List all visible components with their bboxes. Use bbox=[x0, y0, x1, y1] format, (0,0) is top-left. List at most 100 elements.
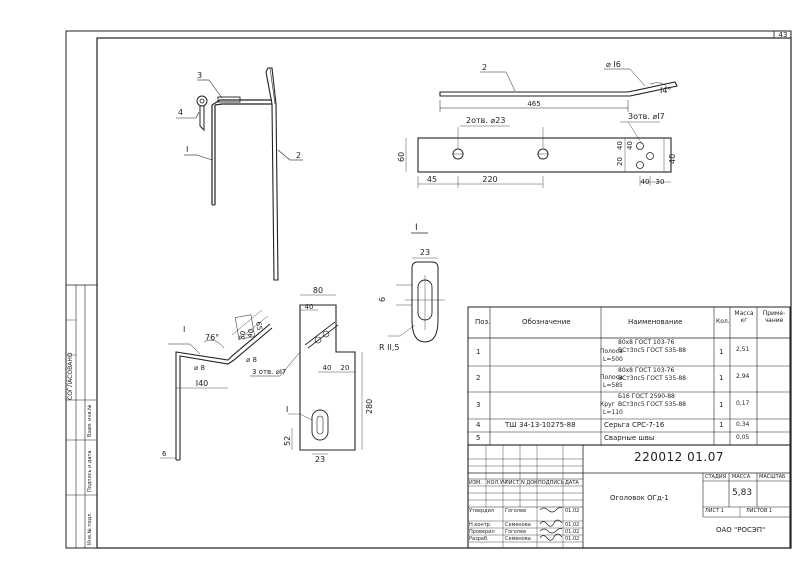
dim-220: 220 bbox=[482, 175, 497, 184]
col-header: Обозначение bbox=[522, 318, 571, 326]
rev-header: ЛИСТ bbox=[505, 480, 520, 486]
dim-40: 40 bbox=[616, 141, 624, 150]
dim-8: ⌀ 8 bbox=[194, 364, 205, 372]
length-dim: 465 bbox=[527, 100, 540, 108]
sheet-number-box bbox=[773, 30, 792, 39]
signer-name: Семенова bbox=[505, 536, 531, 542]
cell-name-top: 80x8 ГОСТ 103-76 bbox=[618, 339, 675, 346]
cell-name-extra: L=585 bbox=[603, 382, 623, 389]
dim-30: 30 bbox=[656, 178, 665, 186]
product-name: Оголовок ОГд-1 bbox=[610, 494, 669, 502]
title-block bbox=[467, 444, 791, 549]
dim-6: 6 bbox=[162, 450, 167, 458]
scale-label: МАСШТАБ bbox=[759, 474, 786, 480]
cell-name-prefix: Круг bbox=[600, 401, 615, 408]
rev-header: КОЛ.УЧ bbox=[487, 480, 507, 486]
col-header: Кол. bbox=[716, 318, 730, 325]
signer-date: 01.02 bbox=[565, 508, 580, 514]
cell-name-extra: L=110 bbox=[603, 409, 623, 416]
signer-role: Проверил bbox=[469, 529, 495, 535]
cell-qty: 1 bbox=[719, 374, 724, 382]
dim-45: 45 bbox=[427, 175, 437, 184]
cell-pos: 5 bbox=[476, 434, 481, 442]
dim-40: 40 bbox=[641, 178, 650, 186]
cell-name-bottom: ВСт3пс5 ГОСТ 535-88 bbox=[618, 401, 686, 408]
signer-role: Н.контр. bbox=[469, 522, 492, 528]
callout-1: I bbox=[286, 405, 288, 414]
dim-40: 40 bbox=[626, 141, 634, 150]
outer-frame bbox=[65, 30, 792, 549]
cell-mass: 0,05 bbox=[736, 434, 750, 441]
dim-40: 40 bbox=[323, 364, 332, 372]
detail-i-view: I 23 6 R II,5 bbox=[378, 223, 445, 352]
col-header: Масса кг bbox=[734, 310, 754, 324]
cell-name-top: Серьга СРС-7-16 bbox=[604, 421, 665, 429]
mass-value: 5,83 bbox=[732, 488, 753, 498]
plate-front-view: 80 40 40 20 280 52 23 I bbox=[283, 286, 374, 464]
dim-23: 23 bbox=[315, 455, 325, 464]
cell-mass: 0,34 bbox=[736, 421, 750, 428]
col-header: Наименование bbox=[628, 318, 683, 326]
callout-1: I bbox=[186, 145, 188, 154]
cell-name-bottom: ВСт3пс5 ГОСТ 535-88 bbox=[618, 375, 686, 382]
cell-name-top: Б16 ГОСТ 2590-88 bbox=[618, 393, 675, 400]
cell-name-bottom: ВСт3пс5 ГОСТ 535-88 bbox=[618, 347, 686, 354]
dim-20: 20 bbox=[341, 364, 350, 372]
stamp-cell: Подпись и дата bbox=[87, 451, 93, 492]
col-header: Поз. bbox=[475, 318, 491, 326]
callout-2: 2 bbox=[296, 151, 301, 160]
cell-name-top: 80x8 ГОСТ 103-76 bbox=[618, 367, 675, 374]
bend-angle: I4° bbox=[660, 86, 671, 95]
organization: ОАО "РОСЭП" bbox=[716, 526, 766, 534]
strip-plan-view: 2отв. ⌀23 3отв. ⌀I7 60 45 220 40 20 40 4… bbox=[397, 112, 677, 188]
dim-30: 30 bbox=[238, 330, 247, 340]
dim-80: 80 bbox=[313, 286, 323, 295]
stamp-cell: Взам. инв.№ bbox=[87, 404, 93, 437]
cell-qty: 1 bbox=[719, 421, 724, 429]
stamp-title: СОГЛАСОВАНО bbox=[67, 352, 74, 400]
rod-bent-view: I 76° ⌀ 8 ⌀ 8 30 40 65 I40 6 3 отв. ⌀I7 bbox=[160, 309, 301, 461]
inner-frame bbox=[96, 37, 792, 549]
sheet-label: ЛИСТ 1 bbox=[705, 508, 724, 514]
holes-callout: 2отв. ⌀23 bbox=[466, 116, 505, 125]
dim-23: 23 bbox=[420, 248, 430, 257]
callout-1: I bbox=[183, 325, 185, 334]
signer-date: 01.02 bbox=[565, 529, 580, 535]
cell-name-prefix: Полоса bbox=[600, 374, 623, 381]
signer-name: Гоголев bbox=[505, 508, 527, 514]
dim-60: 60 bbox=[397, 152, 406, 162]
col-header: Приме- чание bbox=[762, 310, 786, 324]
signer-name: Гоголев bbox=[505, 529, 527, 535]
cell-mass: 0,17 bbox=[736, 400, 750, 407]
callout-2: 2 bbox=[482, 63, 487, 72]
cell-name-prefix: Полоса bbox=[600, 348, 623, 355]
cell-name-extra: L=500 bbox=[603, 356, 623, 363]
dim-40: 40 bbox=[305, 303, 314, 311]
doc-number: 220012 01.07 bbox=[634, 450, 724, 464]
strip-side-view: 2 ⌀ I6 I4° 465 bbox=[439, 60, 678, 112]
bend-angle: 76° bbox=[205, 333, 219, 342]
callout-4: 4 bbox=[178, 108, 183, 117]
holes-callout: 3 отв. ⌀I7 bbox=[252, 368, 286, 376]
holes-callout: 3отв. ⌀I7 bbox=[628, 112, 665, 121]
cell-pos: 3 bbox=[476, 401, 481, 409]
detail-title: I bbox=[415, 223, 418, 233]
cell-pos: 4 bbox=[476, 421, 481, 429]
mass-label: МАССА bbox=[732, 474, 751, 480]
dim-280: 280 bbox=[365, 399, 374, 414]
signer-name: Семенова bbox=[505, 522, 531, 528]
cell-mass: 2,94 bbox=[736, 373, 750, 380]
rev-header: ДАТА bbox=[565, 480, 579, 486]
sheets-label: ЛИСТОВ 1 bbox=[746, 508, 773, 514]
dim-65: 65 bbox=[254, 321, 263, 331]
cell-mass: 2,51 bbox=[736, 346, 750, 353]
dim-8: ⌀ 8 bbox=[246, 356, 257, 364]
side-stamp: СОГЛАСОВАНО Взам. инв.№ Подпись и дата И… bbox=[66, 284, 97, 548]
callout-3: 3 bbox=[197, 71, 202, 80]
cell-qty: 1 bbox=[719, 348, 724, 356]
sheet-number: 43 bbox=[779, 31, 788, 39]
signer-role: Утвердил bbox=[469, 508, 495, 514]
rod-diameter: ⌀ I6 bbox=[606, 60, 621, 69]
signer-date: 01.02 bbox=[565, 522, 580, 528]
